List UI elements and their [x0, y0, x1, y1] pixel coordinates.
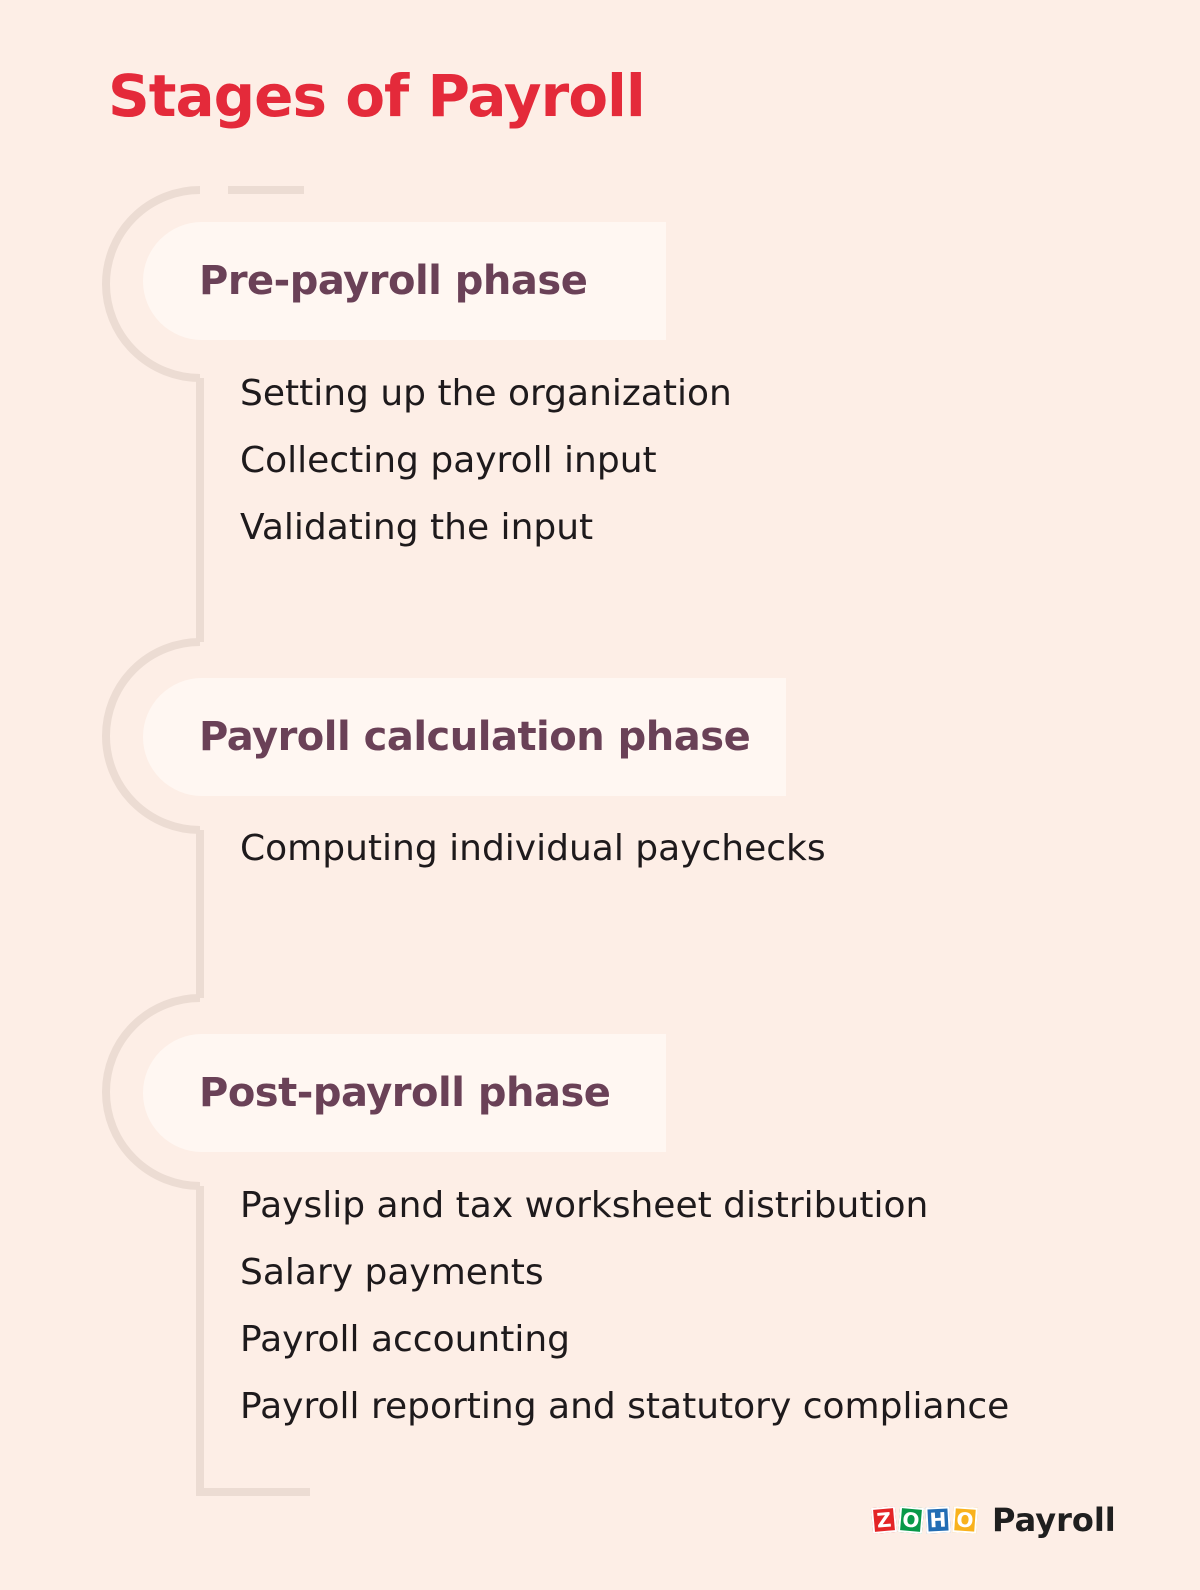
phase-title: Payroll calculation phase [199, 714, 751, 760]
zoho-logo-letter: O [952, 1506, 978, 1534]
step-item: Computing individual paychecks [240, 828, 826, 869]
step-item: Payroll reporting and statutory complian… [240, 1386, 1010, 1427]
timeline-arc-3 [102, 994, 201, 1190]
step-item: Payslip and tax worksheet distribution [240, 1185, 929, 1226]
step-item: Validating the input [240, 507, 594, 548]
phase-steps-list: Payslip and tax worksheet distribution S… [240, 1172, 1009, 1440]
step-item: Setting up the organization [240, 373, 732, 414]
zoho-payroll-brand: Z O H O Payroll [870, 1501, 1116, 1539]
phase-payroll-calculation: Payroll calculation phase [143, 678, 786, 796]
brand-product-name: Payroll [992, 1501, 1116, 1539]
zoho-logo-icon: Z O H O [870, 1506, 980, 1534]
phase-title: Pre-payroll phase [199, 258, 588, 304]
page-title: Stages of Payroll [108, 62, 646, 130]
zoho-logo-letter: Z [870, 1506, 898, 1534]
zoho-logo-letter: H [925, 1506, 951, 1534]
phase-pre-payroll: Pre-payroll phase [143, 222, 666, 340]
phase-steps-list: Setting up the organization Collecting p… [240, 360, 732, 561]
zoho-logo-letter: O [897, 1506, 925, 1534]
phase-title: Post-payroll phase [199, 1070, 611, 1116]
step-item: Payroll accounting [240, 1319, 571, 1360]
timeline-tail [196, 1186, 310, 1496]
step-item: Salary payments [240, 1252, 544, 1293]
phase-post-payroll: Post-payroll phase [143, 1034, 666, 1152]
timeline-arc-1 [102, 186, 201, 382]
timeline-arc-2 [102, 638, 201, 834]
phase-steps-list: Computing individual paychecks [240, 815, 826, 882]
step-item: Collecting payroll input [240, 440, 657, 481]
